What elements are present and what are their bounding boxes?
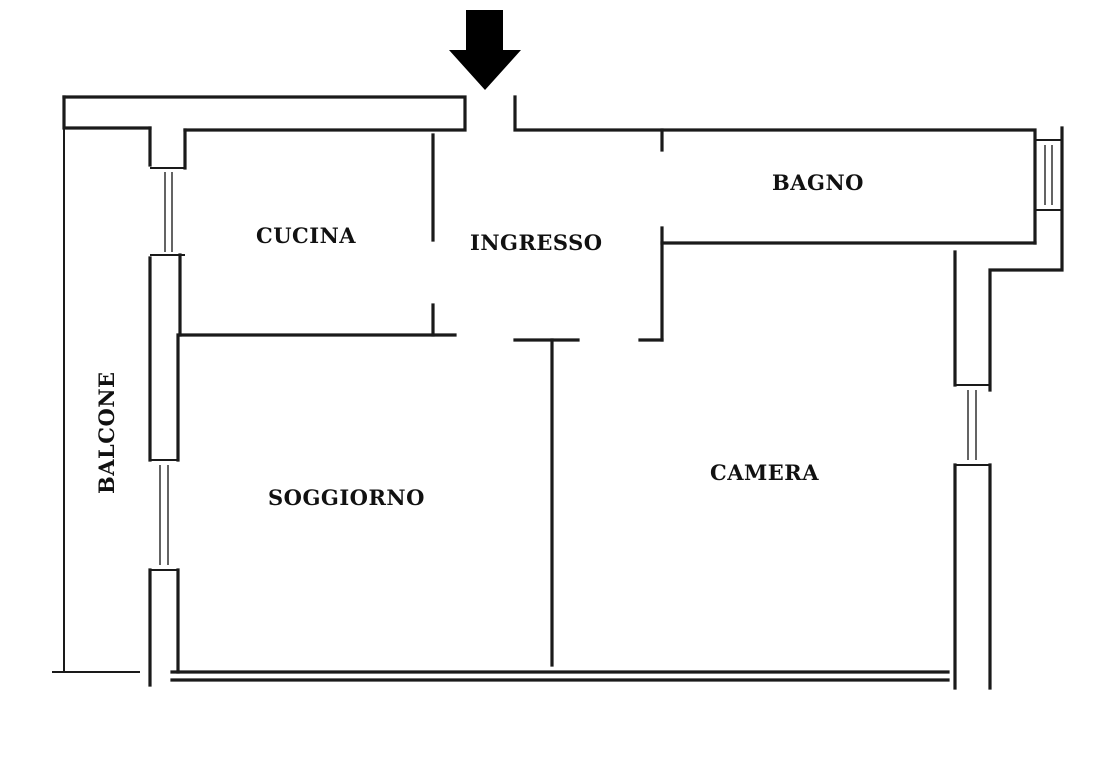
room-label-ingresso: INGRESSO <box>470 230 603 255</box>
window-details <box>159 145 1053 565</box>
room-label-soggiorno: SOGGIORNO <box>268 485 425 510</box>
entrance-arrow-icon <box>449 10 521 90</box>
room-label-camera: CAMERA <box>710 460 819 485</box>
room-label-bagno: BAGNO <box>772 170 864 195</box>
room-label-cucina: CUCINA <box>256 223 356 248</box>
room-label-balcone: BALCONE <box>94 371 119 494</box>
walls <box>52 95 1064 690</box>
